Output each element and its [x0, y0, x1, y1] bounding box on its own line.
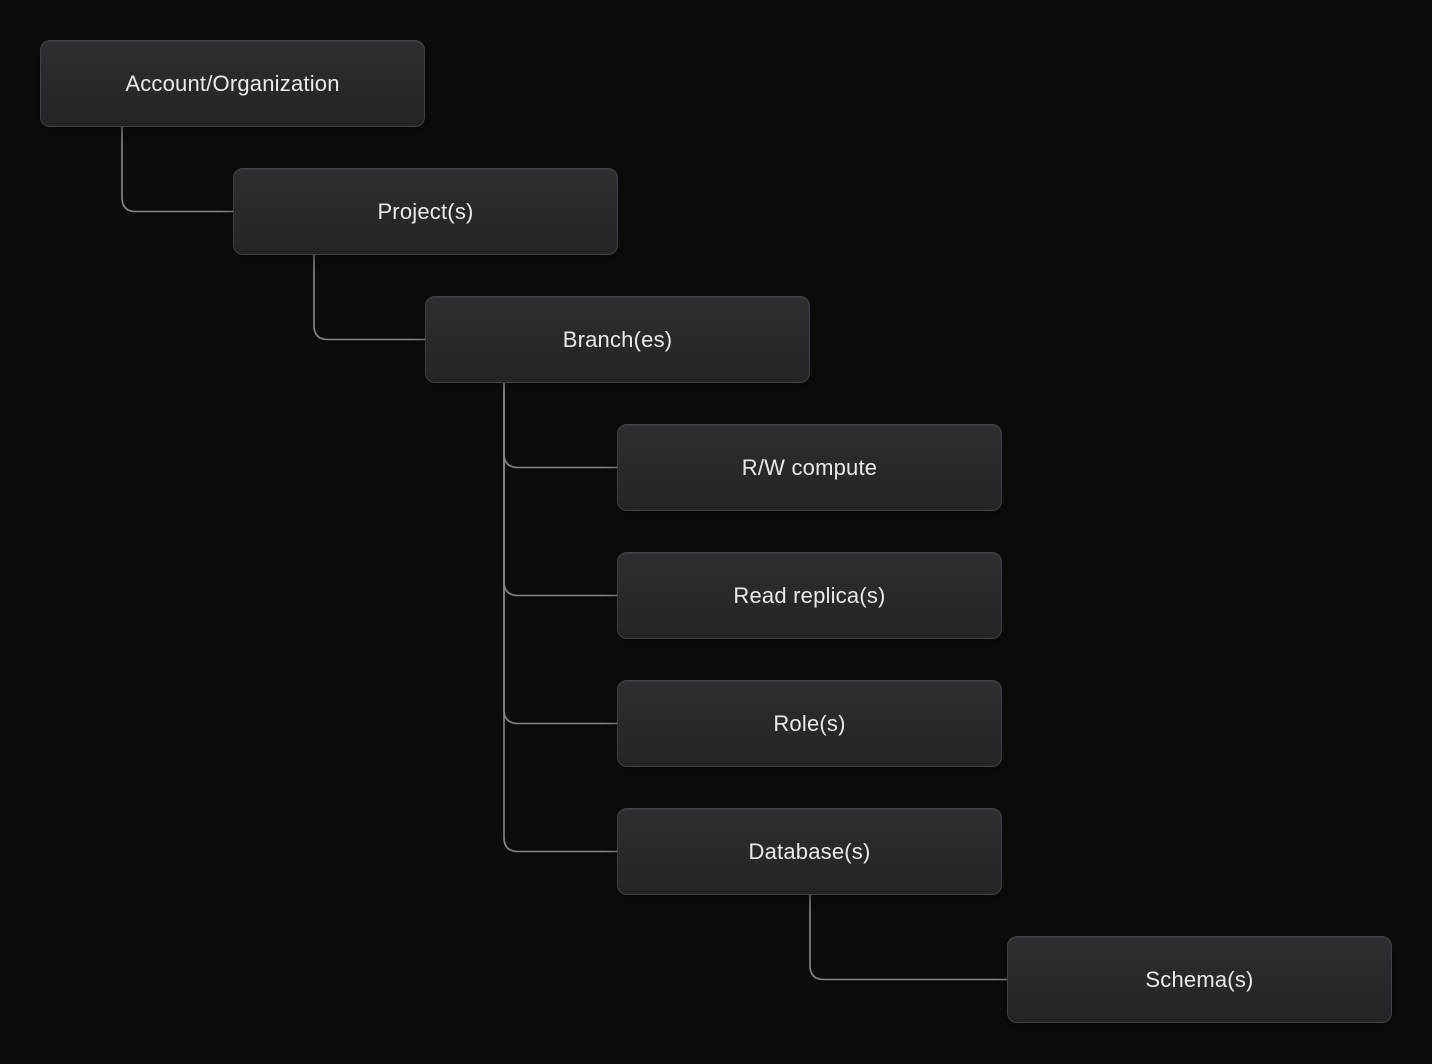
edge-branches-to-roles: [503, 383, 617, 725]
node-databases: Database(s): [617, 808, 1002, 895]
node-account-organization: Account/Organization: [40, 40, 425, 127]
edge-branches-to-rw-compute: [503, 383, 617, 469]
edge-branches-to-databases: [503, 383, 617, 853]
node-projects: Project(s): [233, 168, 618, 255]
edge-account-organization-to-projects: [121, 127, 233, 213]
node-schemas: Schema(s): [1007, 936, 1392, 1023]
edge-projects-to-branches: [313, 255, 425, 341]
node-rw-compute: R/W compute: [617, 424, 1002, 511]
edge-databases-to-schemas: [809, 895, 1007, 981]
node-branches: Branch(es): [425, 296, 810, 383]
node-roles: Role(s): [617, 680, 1002, 767]
edge-branches-to-read-replicas: [503, 383, 617, 597]
node-read-replicas: Read replica(s): [617, 552, 1002, 639]
